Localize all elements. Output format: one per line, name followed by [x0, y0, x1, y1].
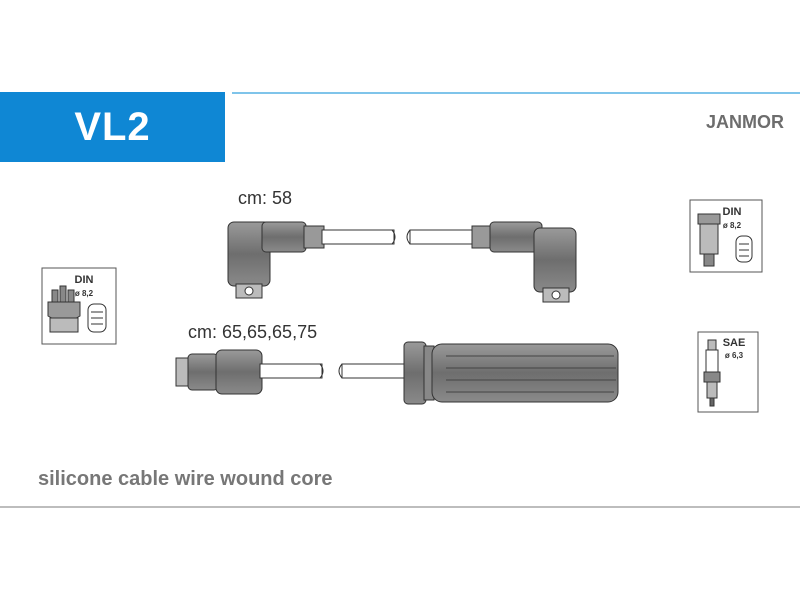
sae-label: SAE: [723, 337, 746, 349]
distributor-cap-icon: [47, 285, 81, 333]
bottom-distributor-boot: [175, 349, 263, 395]
right-din-connector-box: DIN ø 8,2: [689, 199, 763, 273]
bottom-wire-right-segment: [338, 363, 407, 379]
top-left-angled-boot: [227, 221, 325, 299]
sae-size: ø 6,3: [725, 351, 744, 360]
footer-rule: [0, 506, 800, 508]
ignition-coil-icon: [697, 213, 721, 267]
bottom-wire-left-segment: [259, 363, 324, 379]
top-wire-length: cm: 58: [238, 188, 293, 208]
left-din-size: ø 8,2: [75, 289, 94, 298]
cable-description: silicone cable wire wound core: [38, 468, 333, 490]
terminal-icon: [87, 303, 107, 333]
product-code-badge: VL2: [0, 92, 225, 162]
top-wire-right-segment: [406, 229, 475, 245]
right-sae-connector-box: SAE ø 6,3: [697, 331, 759, 413]
terminal-icon: [735, 235, 753, 263]
brand-name: JANMOR: [705, 112, 784, 132]
top-right-angled-boot: [471, 221, 577, 303]
right-din-size: ø 8,2: [723, 221, 742, 230]
top-wire-left-segment: [321, 229, 396, 245]
bottom-wire-length: cm: 65,65,65,75: [188, 322, 318, 342]
right-din-label: DIN: [723, 206, 742, 218]
spark-plug-icon: [703, 339, 721, 407]
header-rule: [232, 92, 800, 94]
product-code: VL2: [74, 104, 151, 149]
left-din-connector-box: DIN ø 8,2: [41, 267, 117, 345]
bottom-spark-plug-boot: [403, 341, 619, 405]
left-din-label: DIN: [75, 274, 94, 286]
